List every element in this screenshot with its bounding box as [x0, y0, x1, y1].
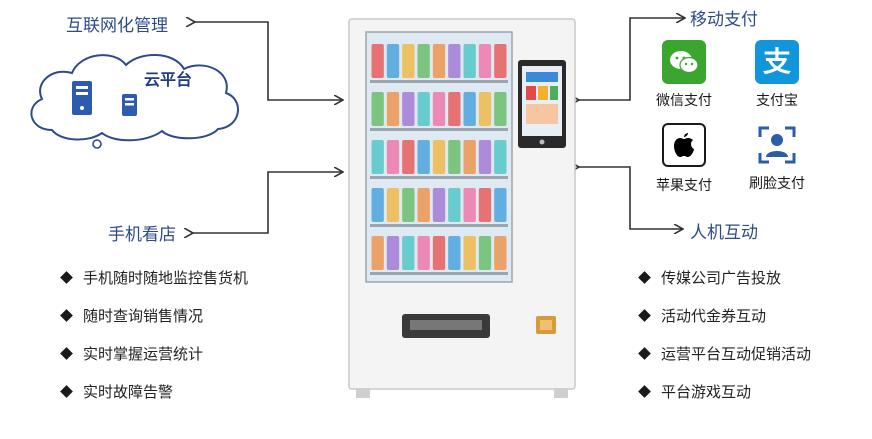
payment-label: 苹果支付 — [656, 178, 712, 194]
mobile-payment-heading: 移动支付 — [690, 10, 758, 30]
list-item: 实时掌握运营统计 — [60, 342, 248, 364]
right-feature-list: 传媒公司广告投放 活动代金券互动 运营平台互动促销活动 平台游戏互动 — [638, 266, 811, 402]
management-heading: 互联网化管理 — [66, 16, 168, 36]
face-pay-icon — [755, 123, 799, 167]
vending-machine-image — [348, 18, 576, 403]
diamond-bullet-icon — [60, 308, 73, 322]
list-item: 实时故障告警 — [60, 380, 248, 402]
diamond-bullet-icon — [638, 308, 651, 322]
diamond-bullet-icon — [60, 384, 73, 398]
list-item: 手机随时随地监控售货机 — [60, 266, 248, 288]
diamond-bullet-icon — [638, 270, 651, 284]
payment-label: 刷脸支付 — [749, 176, 805, 192]
alipay-icon: 支 — [755, 40, 799, 84]
apple-pay-icon — [662, 123, 706, 167]
diamond-bullet-icon — [638, 346, 651, 360]
interaction-arrow — [578, 167, 682, 229]
left-feature-list: 手机随时随地监控售货机 随时查询销售情况 实时掌握运营统计 实时故障告警 — [60, 266, 248, 402]
payment-apple: 苹果支付 — [653, 123, 715, 195]
payment-face: 刷脸支付 — [746, 123, 808, 193]
interaction-heading: 人机互动 — [690, 223, 758, 243]
payment-arrow — [578, 18, 684, 100]
list-item: 随时查询销售情况 — [60, 304, 248, 326]
list-item: 传媒公司广告投放 — [638, 266, 811, 288]
cloud-illustration — [30, 53, 239, 149]
payment-label: 支付宝 — [756, 93, 798, 109]
diamond-bullet-icon — [60, 270, 73, 284]
payment-alipay: 支 支付宝 — [746, 40, 808, 110]
mobile-store-arrow — [192, 172, 342, 233]
management-arrow — [194, 22, 342, 100]
diamond-bullet-icon — [638, 384, 651, 398]
list-item: 平台游戏互动 — [638, 380, 811, 402]
list-item: 活动代金券互动 — [638, 304, 811, 326]
wechat-pay-icon — [662, 40, 706, 84]
payment-wechat: 微信支付 — [653, 40, 715, 110]
diamond-bullet-icon — [60, 346, 73, 360]
payment-label: 微信支付 — [656, 93, 712, 109]
list-item: 运营平台互动促销活动 — [638, 342, 811, 364]
cloud-platform-label: 云平台 — [144, 70, 193, 89]
server-icon — [72, 81, 92, 115]
mobile-store-heading: 手机看店 — [108, 225, 176, 245]
server-icon-small — [122, 94, 137, 116]
